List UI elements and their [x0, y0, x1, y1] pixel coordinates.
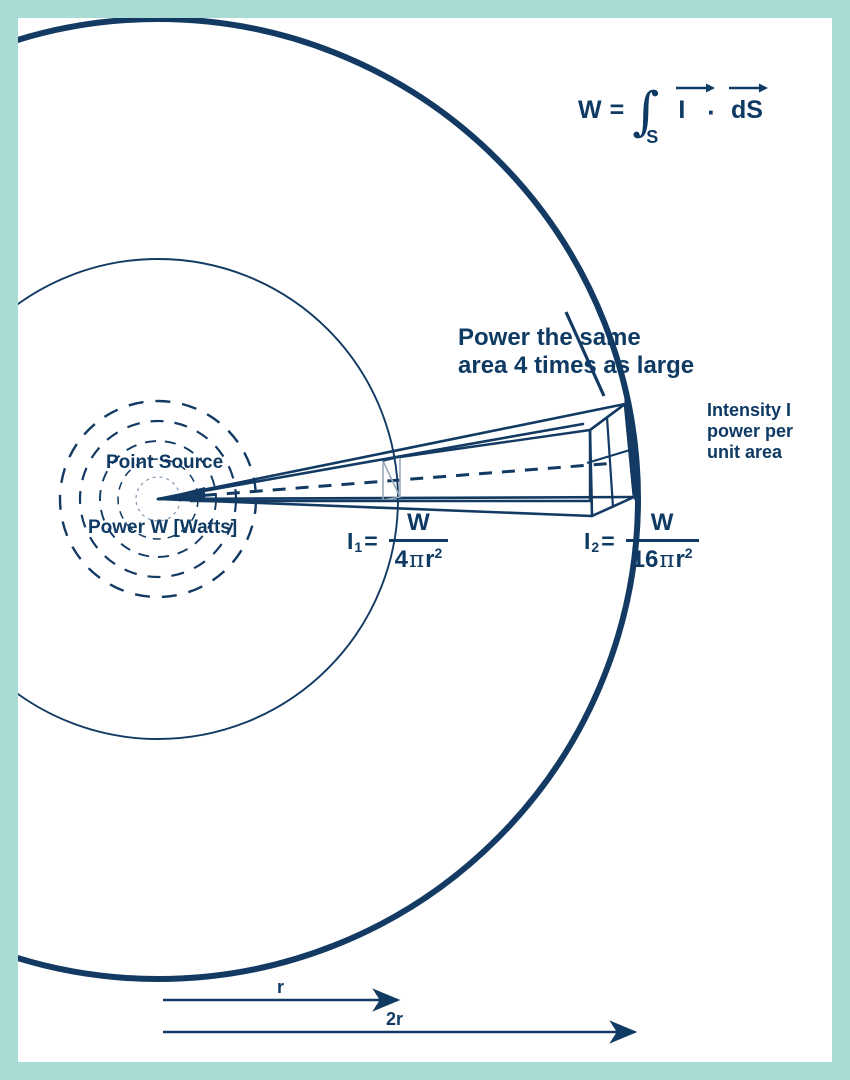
- formula-i1-symbol: I: [347, 528, 354, 554]
- power-same-line-1: Power the same: [458, 324, 641, 351]
- radius-far-label: 2r: [386, 1009, 404, 1029]
- formula-i1-denominator: 4πr2: [389, 542, 449, 574]
- formula-i1-subscript: 1: [354, 539, 363, 555]
- integral-group: ∫ S: [632, 82, 660, 147]
- pi-symbol: π: [659, 547, 675, 573]
- vector-arrow-icon: [676, 83, 716, 92]
- vector-intensity-symbol: I: [678, 95, 686, 124]
- fraction-bar: [625, 539, 699, 542]
- formula-i2-var: r: [675, 546, 685, 573]
- point-source-label: Point Source: [106, 452, 224, 473]
- power-same-line-2: area 4 times as large: [458, 352, 695, 380]
- formula-i2-coeff: 16: [631, 546, 659, 573]
- formula-i2-exponent: 2: [684, 545, 693, 561]
- radius-near-label: r: [277, 977, 285, 997]
- vector-area-symbol: dS: [730, 95, 763, 124]
- callout-leader-power-same: [564, 311, 606, 397]
- pi-symbol: π: [408, 547, 425, 573]
- vector-area-element: dS: [728, 83, 768, 125]
- formula-i1-var: r: [425, 546, 435, 573]
- formula-i2-denominator: 16πr2: [626, 542, 699, 574]
- beam-slab: [190, 428, 592, 503]
- dot-product-operator: ·: [707, 97, 716, 127]
- intensity-line-3: unit area: [707, 442, 783, 463]
- formula-i1-fraction: W 4πr2: [388, 509, 449, 574]
- vector-arrow-icon: [728, 83, 768, 92]
- apex-cluster: [158, 487, 205, 500]
- formula-total-power: W = ∫ S I · dS: [578, 82, 771, 147]
- formula-i2-symbol: I: [584, 528, 591, 554]
- outer-sphere-circle: [18, 18, 641, 982]
- formula-equals: =: [609, 95, 625, 124]
- power-watts-label: Power W [Watts]: [88, 517, 238, 538]
- formula-i2-numerator: W: [650, 509, 674, 536]
- fraction-bar: [388, 539, 449, 542]
- formula-i2-subscript: 2: [591, 539, 600, 555]
- power-same-callout: Power the same area 4 times as large: [458, 324, 694, 381]
- intensity-callout: Intensity I power per unit area: [707, 400, 793, 464]
- intensity-line-1: Intensity I: [707, 400, 792, 420]
- cone-axis-dashed: [157, 461, 617, 501]
- formula-i2-equals: =: [601, 528, 615, 554]
- integral-sign: ∫: [632, 82, 660, 142]
- cone-rays: [156, 402, 636, 518]
- near-patch-outline: [382, 456, 401, 462]
- formula-i1-equals: =: [364, 528, 378, 554]
- formula-i1-exponent: 2: [434, 545, 443, 561]
- formula-i2-fraction: W 16πr2: [625, 509, 699, 574]
- callout-leader-intensity: [624, 399, 638, 501]
- formula-i1-coeff: 4: [394, 546, 408, 573]
- vector-intensity: I: [675, 83, 716, 125]
- formula-lhs-w: W: [578, 95, 602, 124]
- integral-subscript: S: [646, 127, 659, 147]
- formula-i1-numerator: W: [407, 509, 430, 536]
- far-patch-grid: [586, 416, 631, 508]
- intensity-line-2: power per: [707, 421, 794, 442]
